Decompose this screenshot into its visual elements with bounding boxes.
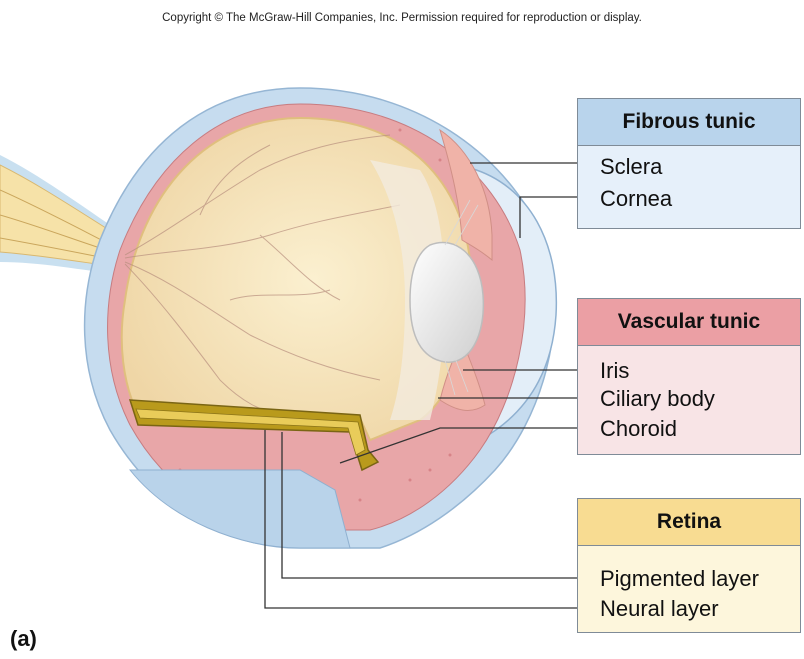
vascular-tunic-box: Vascular tunic Iris Ciliary body Choroid — [577, 298, 801, 455]
label-iris: Iris — [600, 358, 629, 384]
fibrous-tunic-box: Fibrous tunic Sclera Cornea — [577, 98, 801, 229]
sclera-lower-cut — [130, 470, 350, 548]
retina-title: Retina — [578, 499, 800, 546]
label-ciliary-body: Ciliary body — [600, 386, 715, 412]
retina-box: Retina Pigmented layer Neural layer — [577, 498, 801, 633]
fibrous-tunic-title: Fibrous tunic — [578, 99, 800, 146]
lens — [410, 242, 483, 362]
label-neural-layer: Neural layer — [600, 596, 719, 622]
label-cornea: Cornea — [600, 186, 672, 212]
label-sclera: Sclera — [600, 154, 662, 180]
vascular-tunic-title: Vascular tunic — [578, 299, 800, 346]
label-choroid: Choroid — [600, 416, 677, 442]
figure-label: (a) — [10, 626, 37, 652]
label-pigmented-layer: Pigmented layer — [600, 566, 759, 592]
